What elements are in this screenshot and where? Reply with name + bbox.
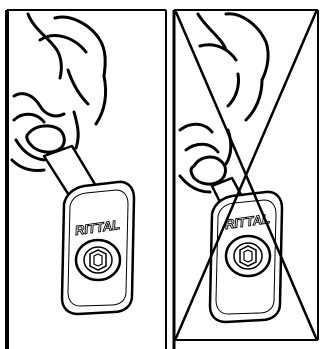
panel-left-correct: RITTAL <box>7 10 166 349</box>
hand-pulling-tab-icon-2 <box>180 14 268 192</box>
hand-pulling-tab-icon <box>12 14 106 171</box>
device-body-2: RITTAL <box>210 192 282 322</box>
panel-right-incorrect: RITTAL <box>174 10 318 349</box>
device-body: RITTAL <box>62 182 134 314</box>
